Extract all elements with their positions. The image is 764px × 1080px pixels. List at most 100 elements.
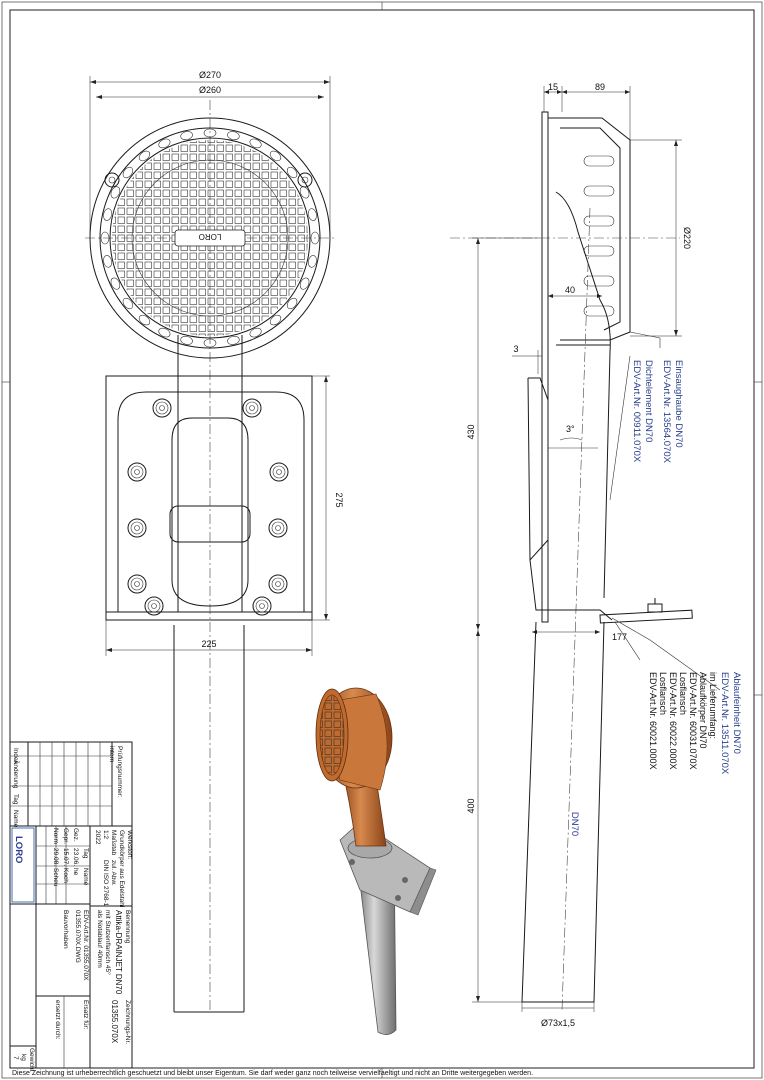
tb-kg: kg bbox=[20, 1054, 27, 1061]
flange-scallop bbox=[138, 150, 151, 162]
label-ablauf-3: im Lieferumfang: bbox=[708, 672, 718, 739]
label-ablauf-9: EDV-Art.Nr. 60021.000X bbox=[648, 672, 658, 770]
hood-slot bbox=[583, 305, 615, 317]
flange-scallop bbox=[310, 231, 320, 245]
tb-zeichnungs-val: 01355.070X bbox=[110, 1000, 119, 1044]
flange-scallop bbox=[286, 166, 298, 179]
label-ablauf-4: Ablaufkörper DN70 bbox=[698, 672, 708, 749]
flange-screw bbox=[127, 518, 147, 538]
flange-scallop bbox=[158, 327, 171, 338]
tb-benennung: Benennung bbox=[124, 910, 131, 944]
tb-norm2: Norm bbox=[52, 828, 59, 844]
pipe-label: DN70 bbox=[569, 812, 580, 836]
tb-norm: DIN ISO 2768-1 bbox=[102, 860, 109, 907]
tb-massstab-val: 1:2 bbox=[102, 830, 109, 839]
tb-col-tag: Tag bbox=[82, 848, 89, 859]
tb-col-name: Name bbox=[82, 868, 89, 886]
label-ablauf-8: Losflansch bbox=[658, 672, 668, 715]
tb-massstab: Maßstab bbox=[110, 830, 117, 856]
label-einsaughaube-2: EDV-Art.Nr. 13564.070X bbox=[661, 360, 672, 464]
dim-d73: Ø73x1,5 bbox=[541, 1018, 575, 1028]
tb-gepr-date: 15.07. bbox=[62, 848, 69, 866]
side-screw bbox=[647, 598, 663, 613]
tb-gepr-name: Koch bbox=[62, 868, 69, 883]
hood-slot bbox=[583, 275, 615, 287]
tb-gewicht: Gewicht bbox=[28, 1048, 35, 1072]
flange-scallop bbox=[299, 186, 310, 199]
flange-scallop bbox=[158, 138, 171, 149]
label-ablauf-7: EDV-Art.Nr. 60022.000X bbox=[668, 672, 678, 770]
dim-400: 400 bbox=[466, 798, 476, 813]
tb-index: Index bbox=[12, 748, 19, 765]
side-view bbox=[450, 86, 721, 1012]
tb-gez: Gez. bbox=[72, 828, 79, 842]
tb-werkstoff-val: Grundkörper aus Edelstahl bbox=[118, 830, 125, 908]
flange-scallop bbox=[227, 131, 240, 141]
flange-scallop bbox=[203, 338, 217, 348]
flange-scallop bbox=[307, 208, 317, 221]
tb-gepr: Gepr. bbox=[62, 828, 69, 844]
hood-slot bbox=[583, 155, 615, 167]
dim-d270: Ø270 bbox=[199, 70, 221, 80]
flange-scallop bbox=[180, 335, 193, 345]
tb-name: Name bbox=[12, 810, 19, 828]
label-ablauf-5: EDV-Art.Nr. 60031.070X bbox=[688, 672, 698, 770]
flange-screw bbox=[268, 518, 288, 538]
label-ablauf-1: Ablaufeinheit DN70 bbox=[731, 672, 742, 754]
flange-scallop bbox=[269, 150, 282, 162]
title-block bbox=[9, 741, 133, 1069]
tb-pruefung-val: intern bbox=[108, 746, 115, 763]
dim-d260: Ø260 bbox=[199, 85, 221, 95]
label-dicht-1: Dichtelement DN70 bbox=[643, 360, 654, 442]
flange-scallop bbox=[286, 297, 298, 310]
loro-logo: LORO bbox=[11, 827, 35, 903]
dim-40: 40 bbox=[565, 285, 575, 295]
tb-ersatz-fuer: Ersatz für: bbox=[82, 1000, 89, 1030]
dim-225: 225 bbox=[201, 639, 216, 649]
dim-89: 89 bbox=[595, 82, 605, 92]
flange-scallop bbox=[110, 186, 121, 199]
flange-scallop bbox=[100, 231, 110, 245]
hood-slot bbox=[583, 185, 615, 197]
tb-edv: EDV-Art.Nr. 01355.070X bbox=[82, 910, 89, 981]
label-ablauf-2: EDV-Art.Nr. 13511.070X bbox=[719, 672, 730, 775]
tb-zeichnungs-nr: Zeichnungs-Nr. bbox=[124, 1000, 131, 1044]
dim-15: 15 bbox=[548, 82, 558, 92]
dim-3: 3 bbox=[513, 344, 518, 354]
label-einsaughaube-1: Einsaughaube DN70 bbox=[673, 360, 684, 448]
flange-scallop bbox=[180, 131, 193, 141]
flange-screw bbox=[268, 574, 288, 594]
tb-file: 01355.070X.DWG bbox=[74, 910, 81, 963]
label-ablauf-6: Losflansch bbox=[678, 672, 688, 715]
product-render bbox=[315, 687, 437, 1035]
tb-werkstoff: Werkstoff: bbox=[126, 830, 133, 859]
flange-scallop bbox=[103, 255, 113, 268]
tb-ersetzt-durch: ersetzt durch: bbox=[54, 1000, 61, 1040]
dim-angle: 3° bbox=[566, 424, 575, 434]
tb-norm2-name: Scheu bbox=[52, 868, 59, 887]
flange-screw bbox=[144, 596, 164, 616]
hood-slot bbox=[583, 215, 615, 227]
dim-430: 430 bbox=[466, 424, 476, 439]
flange-screw bbox=[242, 398, 262, 418]
tb-tag: Tag bbox=[12, 794, 19, 805]
tb-title-2: mit Stutzenflansch 45° bbox=[104, 910, 112, 975]
flange-scallop bbox=[103, 208, 113, 221]
svg-text:LORO: LORO bbox=[13, 836, 24, 863]
flange-screw bbox=[269, 462, 289, 482]
flange-scallop bbox=[122, 166, 134, 179]
tb-norm2-date: 29.08. bbox=[52, 848, 59, 866]
tb-gez-name: he bbox=[72, 868, 79, 876]
flange-scallop bbox=[269, 314, 282, 326]
label-dicht-2: EDV-Art.Nr. 00911.070X bbox=[631, 360, 642, 463]
tb-zul-abw: zul. Abw. bbox=[110, 860, 117, 886]
tb-title-3: als Notablauf 40mm bbox=[96, 910, 103, 968]
flange-scallop bbox=[249, 327, 262, 338]
flange-scallop bbox=[299, 277, 310, 290]
tb-gez-date: 23.06. bbox=[72, 848, 79, 866]
dim-275: 275 bbox=[334, 492, 344, 507]
dim-d220: Ø220 bbox=[682, 227, 692, 249]
front-view: LORO bbox=[85, 76, 335, 1013]
cover-logo-text: LORO bbox=[199, 232, 222, 241]
